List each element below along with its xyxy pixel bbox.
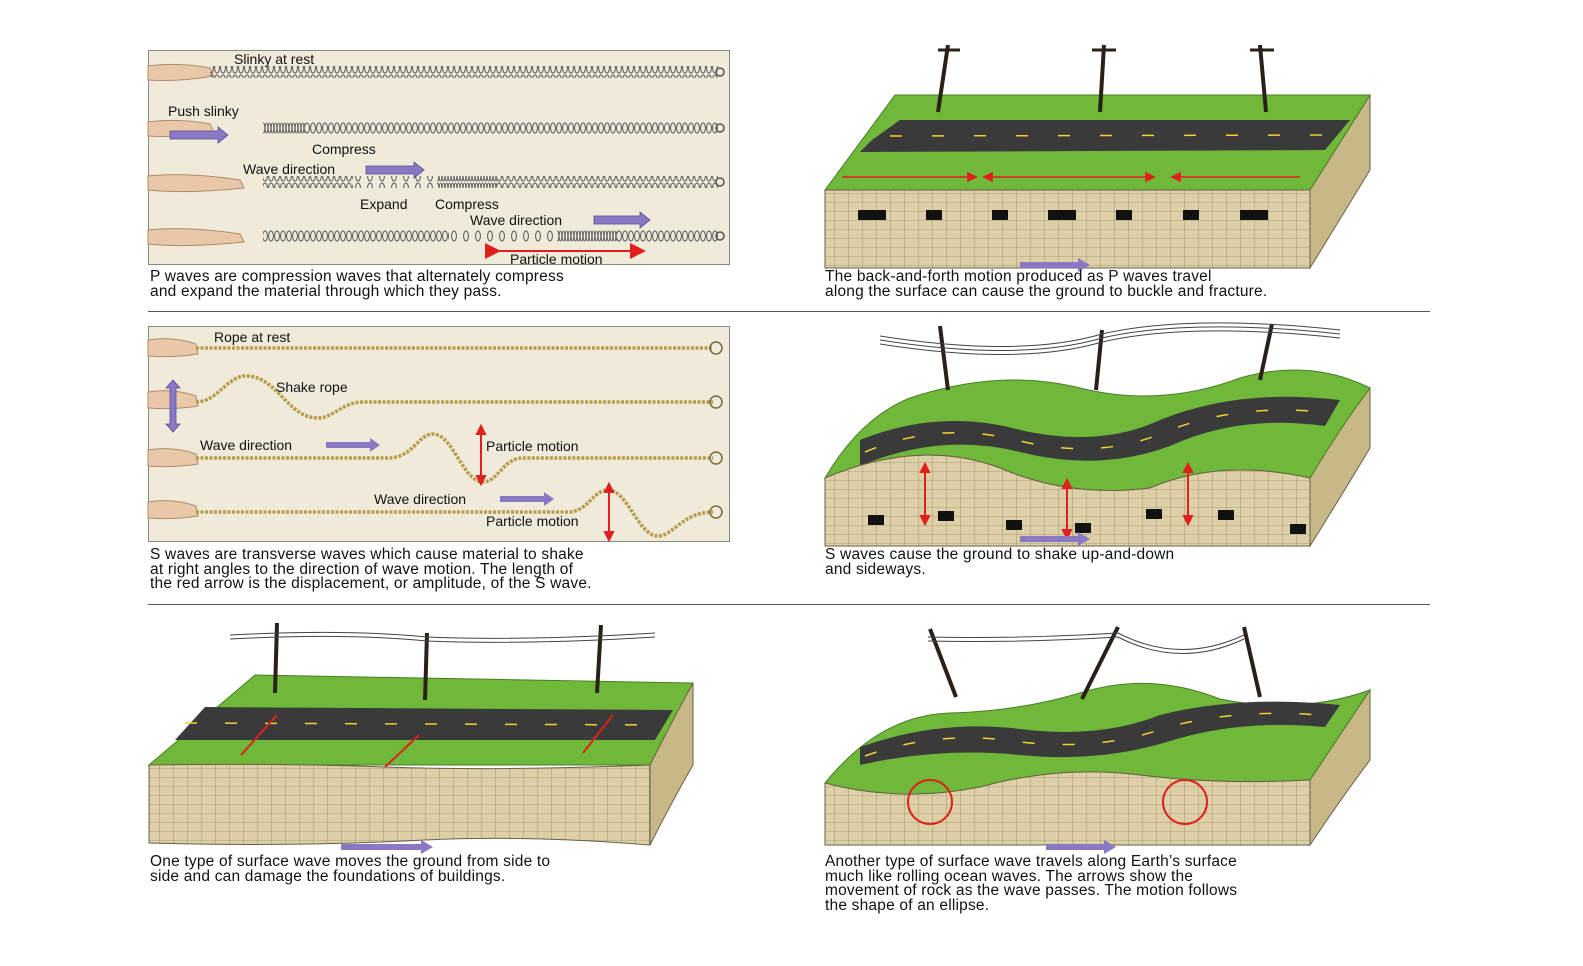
particle-motion-label: Particle motion [510, 251, 603, 267]
caption-line: and expand the material through which th… [150, 282, 502, 300]
s-wave-rope-caption: S waves are transverse waves which cause… [150, 546, 592, 592]
particle-motion-label: Particle motion [486, 438, 579, 454]
caption-line: side and can damage the foundations of b… [150, 867, 506, 885]
compress-label: Compress [435, 196, 499, 212]
caption-line: movement of rock as the wave passes. The… [825, 882, 1238, 899]
hand-icon [147, 338, 199, 520]
slinky-at-rest-label: Slinky at rest [234, 51, 314, 67]
particle-motion-label: Particle motion [486, 513, 579, 529]
wave-direction-label: Wave direction [470, 212, 562, 228]
s-wave-ground-caption: S waves cause the ground to shake up-and… [825, 546, 1175, 578]
wave-direction-label: Wave direction [374, 491, 466, 507]
caption-line: along the surface can cause the ground t… [825, 282, 1268, 300]
caption-line: and sideways. [825, 560, 926, 578]
particle-motion-arrow [919, 461, 1194, 541]
p-wave-slinky-caption: P waves are compression waves that alter… [150, 268, 564, 300]
row-separator [148, 311, 1430, 312]
shake-arrow [165, 379, 181, 433]
love-wave-block [147, 622, 694, 854]
caption-line: S waves are transverse waves which cause… [150, 546, 584, 563]
particle-motion-arrow [240, 714, 614, 768]
rayleigh-wave-block [824, 626, 1372, 854]
wave-direction-label: Wave direction [243, 161, 335, 177]
wave-direction-arrow [169, 126, 651, 229]
wave-direction-arrow [326, 438, 554, 506]
particle-motion-arrow [475, 423, 615, 543]
wave-direction-arrow [341, 840, 433, 854]
s-wave-ground-block [823, 322, 1371, 548]
p-wave-ground-caption: The back-and-forth motion produced as P … [825, 268, 1268, 300]
wave-direction-arrow [1020, 532, 1090, 546]
rayleigh-wave-caption: Another type of surface wave travels alo… [825, 853, 1238, 914]
caption-line: at right angles to the direction of wave… [150, 560, 574, 578]
caption-line: the shape of an ellipse. [825, 896, 990, 914]
row-separator [148, 604, 1430, 605]
caption-line: the red arrow is the displacement, or am… [150, 575, 592, 592]
rope-at-rest-label: Rope at rest [214, 329, 290, 345]
push-slinky-label: Push slinky [168, 103, 239, 119]
expand-label: Expand [360, 196, 407, 212]
particle-motion-arrow [907, 779, 1208, 825]
p-wave-ground-block [824, 44, 1371, 272]
love-wave-caption: One type of surface wave moves the groun… [150, 853, 551, 885]
caption-line: Another type of surface wave travels alo… [825, 853, 1237, 870]
wave-direction-arrow [1020, 258, 1090, 272]
caption-line: S waves cause the ground to shake up-and… [825, 546, 1175, 563]
p-wave-slinky-diagram: Slinky at rest Push slinky Compress Wave… [147, 51, 725, 267]
caption-line: One type of surface wave moves the groun… [150, 853, 551, 870]
hand-icon [147, 63, 245, 247]
compress-label: Compress [312, 141, 376, 157]
p-wave-slinky-panel [148, 50, 730, 265]
wave-direction-arrow [1046, 840, 1116, 854]
caption-line: much like rolling ocean waves. The arrow… [825, 867, 1194, 885]
caption-line: P waves are compression waves that alter… [150, 268, 564, 285]
shake-rope-label: Shake rope [276, 379, 348, 395]
caption-line: The back-and-forth motion produced as P … [825, 268, 1212, 285]
s-wave-rope-diagram: Rope at rest Shake rope Wave direction P… [147, 329, 723, 543]
wave-direction-label: Wave direction [200, 437, 292, 453]
